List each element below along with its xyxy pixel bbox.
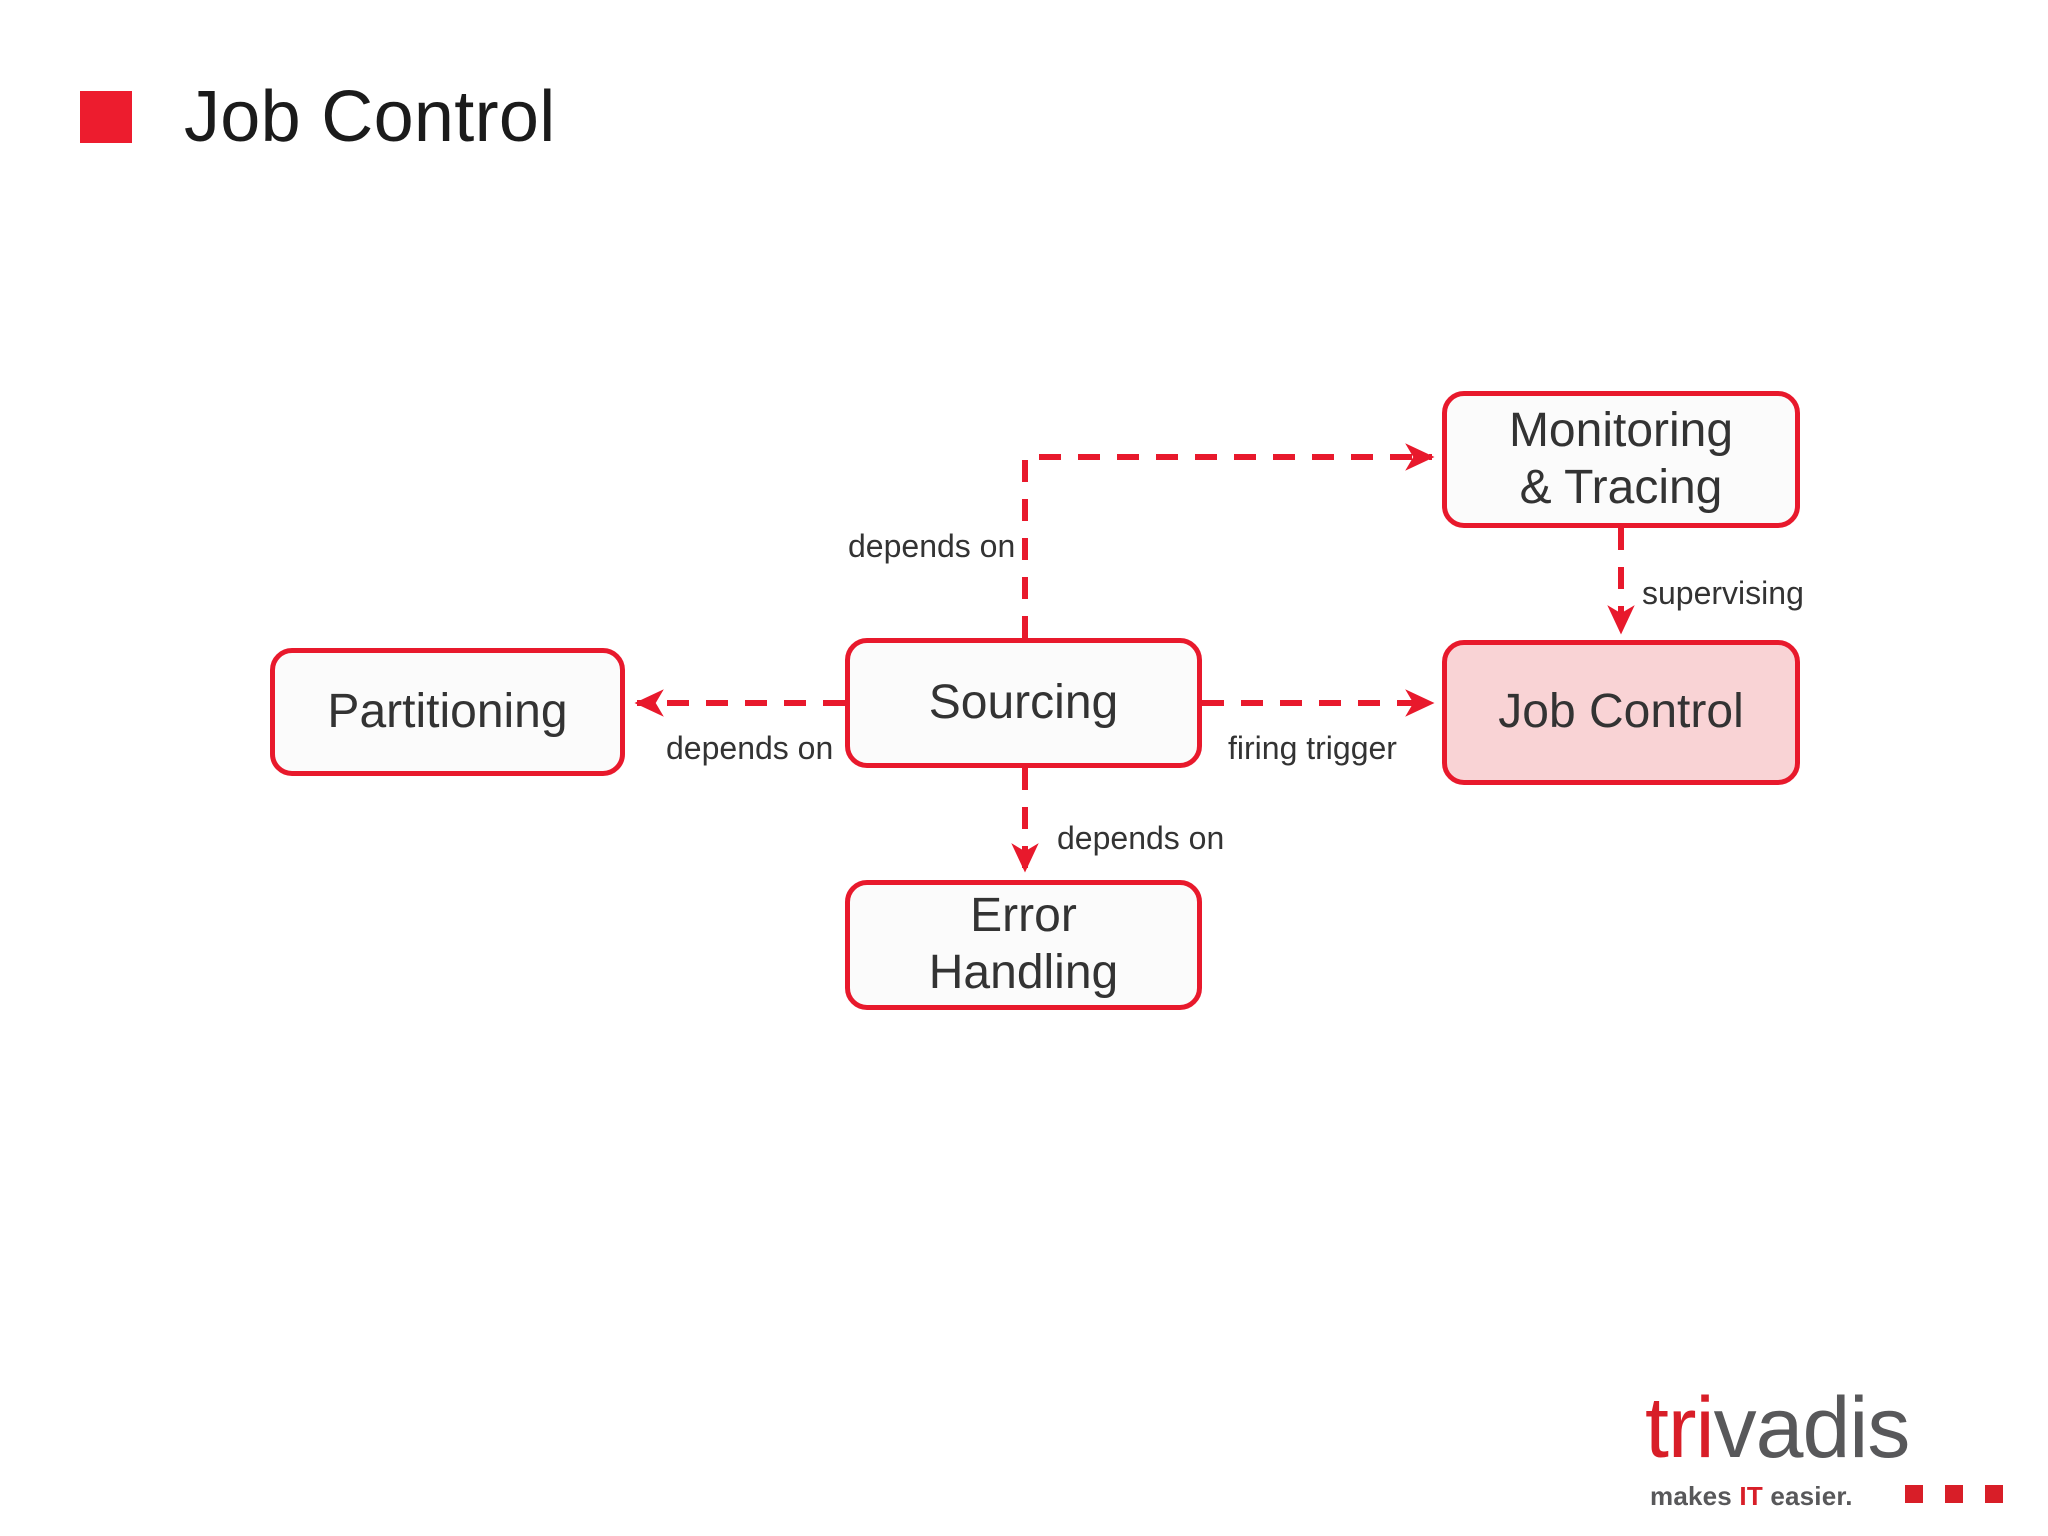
logo-tagline: makes IT easier. — [1650, 1481, 1853, 1512]
edge-label-depends-on-monitoring: depends on — [848, 528, 1016, 564]
edge-label-firing-trigger: firing trigger — [1228, 730, 1397, 766]
diagram-node-label: Partitioning — [327, 684, 568, 738]
diagram-node-label: Monitoring & Tracing — [1508, 403, 1734, 514]
logo-tagline-it: IT — [1739, 1481, 1763, 1511]
logo-word-tri: tri — [1645, 1380, 1715, 1476]
edge-label-supervising: supervising — [1642, 575, 1804, 611]
diagram-node-monitoring-tracing[interactable]: Monitoring & Tracing — [1442, 391, 1800, 528]
edge-label-depends-on-partitioning: depends on — [666, 730, 834, 766]
trivadis-logo: trivadis makes IT easier. — [1645, 1385, 2005, 1515]
diagram-node-partitioning[interactable]: Partitioning — [270, 648, 625, 776]
logo-dot-1 — [1905, 1485, 1923, 1503]
diagram-node-sourcing[interactable]: Sourcing — [845, 638, 1202, 768]
logo-wordmark: trivadis — [1645, 1385, 1910, 1471]
diagram-node-label: Job Control — [1498, 685, 1744, 739]
diagram-node-error-handling[interactable]: Error Handling — [845, 880, 1202, 1010]
edge-label-depends-on-error: depends on — [1057, 820, 1225, 856]
logo-dots — [1905, 1485, 2003, 1503]
title-bullet-square-icon — [80, 91, 132, 143]
logo-tagline-suffix: easier. — [1762, 1481, 1853, 1511]
logo-dot-2 — [1945, 1485, 1963, 1503]
edge-sourcing-to-monitoring — [1022, 443, 1435, 638]
page-title: Job Control — [184, 77, 556, 157]
slide-title-row: Job Control — [80, 72, 556, 162]
diagram: Partitioning Sourcing Error Handling Mon… — [270, 391, 1804, 1010]
diagram-node-label: Error Handling — [928, 889, 1119, 999]
logo-word-vadis: vadis — [1713, 1380, 1911, 1476]
diagram-node-job-control[interactable]: Job Control — [1442, 640, 1800, 785]
diagram-connectors — [634, 443, 1635, 873]
logo-dot-3 — [1985, 1485, 2003, 1503]
diagram-node-label: Sourcing — [928, 675, 1119, 729]
logo-tagline-prefix: makes — [1650, 1481, 1740, 1511]
